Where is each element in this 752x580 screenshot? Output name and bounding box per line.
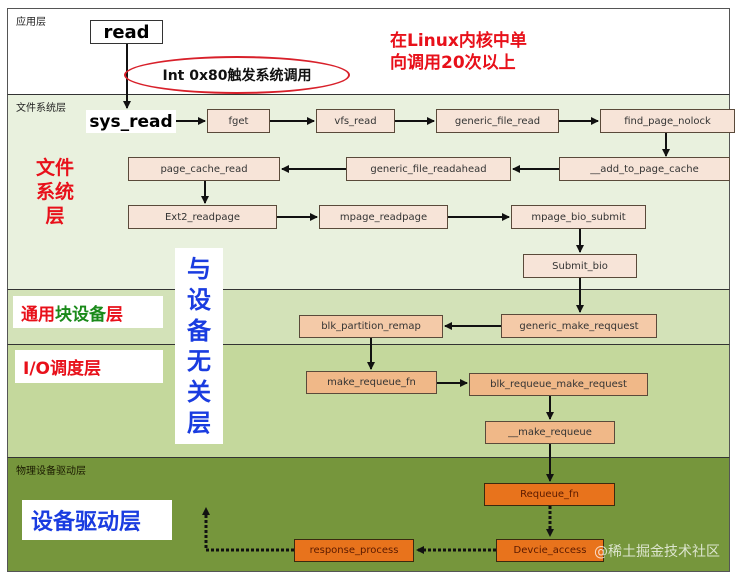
di-char-5: 关 bbox=[187, 377, 211, 406]
generic-part-1: 通用 bbox=[21, 304, 55, 325]
node-requeue_fn: Requeue_fn bbox=[484, 483, 615, 506]
io-scheduler-text: I/O调度层 bbox=[23, 359, 101, 379]
di-char-2: 设 bbox=[187, 285, 211, 314]
di-char-4: 无 bbox=[187, 347, 211, 376]
node-generic_file_readahead: generic_file_readahead bbox=[346, 157, 511, 181]
fs-char-2: 件 bbox=[55, 157, 75, 179]
syscall-ellipse: Int 0x80触发系统调用 bbox=[124, 56, 350, 94]
arrow-response-up bbox=[202, 507, 294, 552]
node-fget: fget bbox=[207, 109, 270, 133]
node-add_to_page_cache: __add_to_page_cache bbox=[559, 157, 730, 181]
di-char-1: 与 bbox=[187, 255, 211, 284]
watermark: @稀土掘金技术社区 bbox=[594, 544, 720, 560]
node-blk_partition_remap: blk_partition_remap bbox=[299, 315, 443, 338]
node-mpage_readpage: mpage_readpage bbox=[319, 205, 448, 229]
generic-part-2: 块设备 bbox=[55, 304, 106, 325]
node-devcie_access: Devcie_access bbox=[496, 539, 604, 562]
generic-block-label: 通用块设备层 bbox=[13, 296, 163, 328]
note-line-2: 向调用20次以上 bbox=[390, 53, 516, 73]
generic-part-3: 层 bbox=[106, 304, 123, 325]
fs-char-1: 文 bbox=[35, 157, 55, 179]
device-driver-text: 设备驱动层 bbox=[31, 510, 142, 535]
node-response_process: response_process bbox=[294, 539, 414, 562]
note-text: 在Linux内核中单 向调用20次以上 bbox=[390, 30, 527, 74]
node-make_requeue: __make_requeue bbox=[485, 421, 615, 444]
physical-layer-label: 物理设备驱动层 bbox=[16, 466, 86, 477]
node-mpage_bio_submit: mpage_bio_submit bbox=[511, 205, 646, 229]
io-scheduler-label: I/O调度层 bbox=[15, 350, 163, 383]
syscall-text: Int 0x80触发系统调用 bbox=[162, 68, 312, 84]
node-find_page_nolock: find_page_nolock bbox=[600, 109, 735, 133]
node-generic_make_reqquest: generic_make_reqquest bbox=[501, 314, 657, 338]
fs-layer-big-label: 文件 系统 层 bbox=[32, 156, 78, 228]
device-independent-label: 与 设 备 无 关 层 bbox=[175, 248, 223, 444]
fs-char-4: 统 bbox=[55, 181, 75, 203]
node-vfs_read: vfs_read bbox=[316, 109, 395, 133]
fs-char-3: 系 bbox=[35, 181, 55, 203]
note-line-1: 在Linux内核中单 bbox=[390, 31, 527, 51]
node-submit_bio: Submit_bio bbox=[523, 254, 637, 278]
node-page_cache_read: page_cache_read bbox=[128, 157, 280, 181]
node-sys_read: sys_read bbox=[86, 110, 176, 133]
node-blk_requeue_make_request: blk_requeue_make_request bbox=[469, 373, 648, 396]
di-char-3: 备 bbox=[187, 316, 211, 345]
node-ext2_readpage: Ext2_readpage bbox=[128, 205, 277, 229]
di-char-6: 层 bbox=[187, 408, 211, 437]
app-layer-label: 应用层 bbox=[16, 17, 46, 28]
fs-layer-label: 文件系统层 bbox=[16, 103, 66, 114]
node-read: read bbox=[90, 20, 163, 44]
device-driver-label: 设备驱动层 bbox=[22, 500, 172, 540]
node-make_requeue_fn: make_requeue_fn bbox=[306, 371, 437, 394]
node-generic_file_read: generic_file_read bbox=[436, 109, 559, 133]
fs-char-5: 层 bbox=[45, 205, 65, 227]
